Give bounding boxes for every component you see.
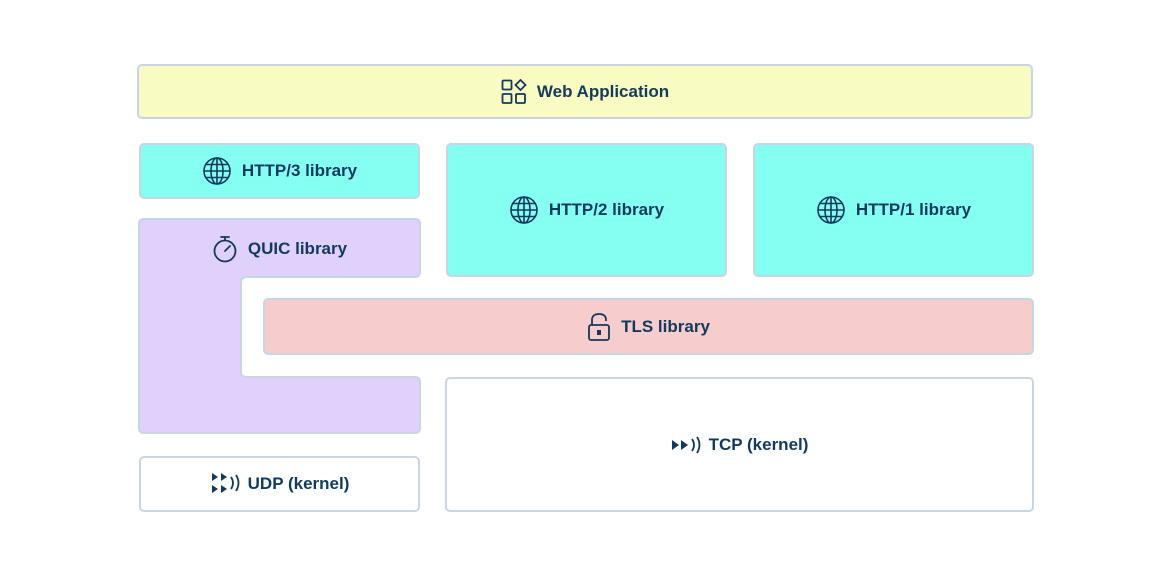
tls-library-label: TLS library bbox=[621, 316, 710, 336]
http2-library-label: HTTP/2 library bbox=[548, 200, 665, 219]
globe-icon bbox=[202, 156, 232, 186]
apps-grid-icon bbox=[501, 78, 527, 105]
tcp-kernel-block: TCP (kernel) bbox=[445, 377, 1034, 512]
stopwatch-icon bbox=[212, 235, 238, 263]
quic-library-label-row: QUIC library bbox=[139, 220, 420, 277]
tls-library-block: TLS library bbox=[263, 298, 1034, 355]
packets-icon bbox=[210, 471, 242, 497]
http1-library-label: HTTP/1 library bbox=[855, 200, 972, 219]
http2-library-block: HTTP/2 library bbox=[446, 143, 727, 277]
quic-library-label: QUIC library bbox=[247, 238, 348, 258]
http3-library-block: HTTP/3 library bbox=[139, 143, 420, 199]
globe-icon bbox=[816, 195, 846, 225]
lock-icon bbox=[587, 312, 611, 342]
globe-icon bbox=[509, 195, 539, 225]
tcp-kernel-label: TCP (kernel) bbox=[708, 434, 809, 454]
udp-kernel-label: UDP (kernel) bbox=[247, 474, 350, 493]
stream-icon bbox=[671, 435, 703, 455]
http3-library-label: HTTP/3 library bbox=[241, 161, 358, 180]
web-application-block: Web Application bbox=[137, 64, 1033, 119]
udp-kernel-block: UDP (kernel) bbox=[139, 456, 420, 512]
web-application-label: Web Application bbox=[536, 81, 670, 101]
http1-library-block: HTTP/1 library bbox=[753, 143, 1034, 277]
